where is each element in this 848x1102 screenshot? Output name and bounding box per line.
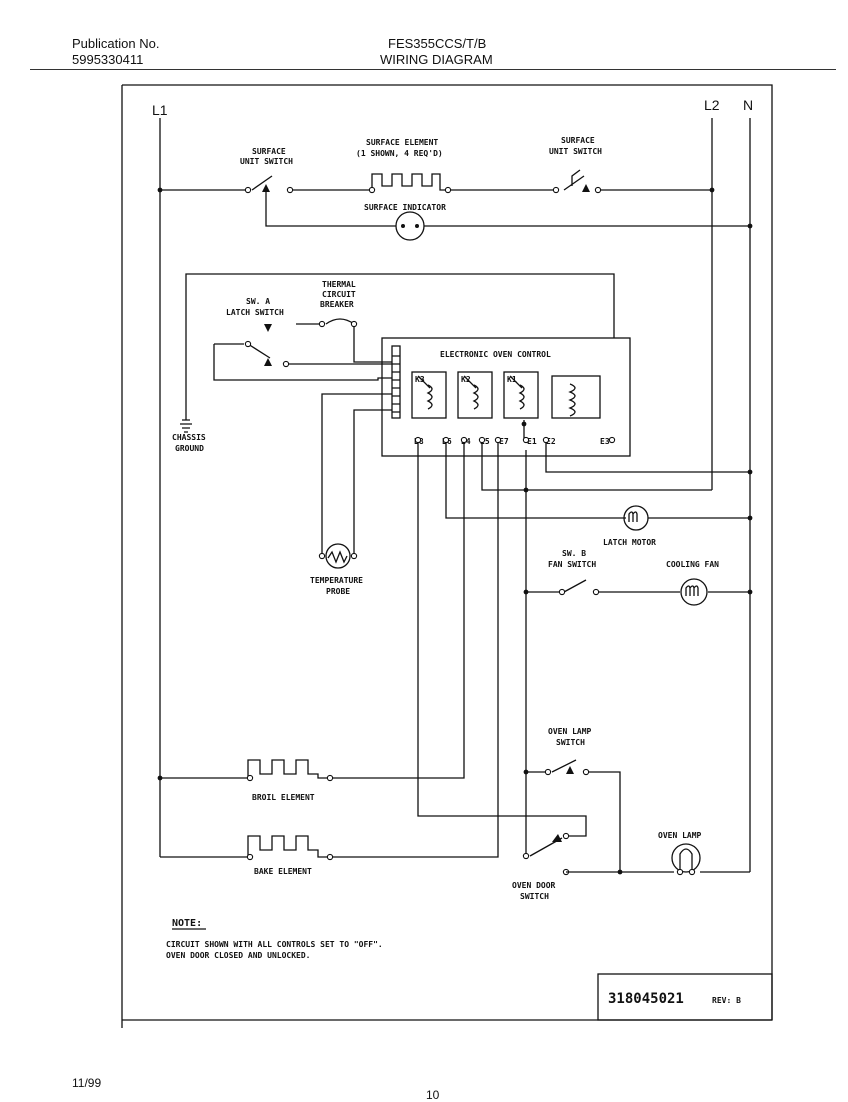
relay-k3-label: K3 <box>415 375 425 384</box>
part-number-box: 318045021 REV: B <box>608 991 741 1007</box>
surface-switch-right-label-2: UNIT SWITCH <box>549 147 602 156</box>
broil-element-label: BROIL ELEMENT <box>252 793 315 802</box>
thermal-label-3: BREAKER <box>320 300 354 309</box>
publication-number: 5995330411 <box>72 52 144 67</box>
chassis-ground-label-2: GROUND <box>175 444 204 453</box>
oven-lamp-switch-label-2: SWITCH <box>556 738 585 747</box>
sw-b-label: SW. B <box>562 549 586 558</box>
l2-label: L2 <box>704 97 720 113</box>
temperature-probe-label-2: PROBE <box>326 587 350 596</box>
document-type: WIRING DIAGRAM <box>380 52 493 67</box>
temperature-probe: TEMPERATURE PROBE <box>310 393 392 596</box>
bake-element-label: BAKE ELEMENT <box>254 867 312 876</box>
terminal-e2: E2 <box>546 437 556 446</box>
terminal-e5: E5 <box>480 437 490 446</box>
sw-b-label-2: FAN SWITCH <box>548 560 596 569</box>
terminal-e1: E1 <box>527 437 537 446</box>
terminal-e3: E3 <box>600 437 610 446</box>
eoc-label: ELECTRONIC OVEN CONTROL <box>440 350 551 359</box>
sw-a-label-2: LATCH SWITCH <box>226 308 284 317</box>
surface-indicator-label: SURFACE INDICATOR <box>364 203 446 212</box>
power-rails: L1 L2 N <box>152 97 753 872</box>
note-block: NOTE: CIRCUIT SHOWN WITH ALL CONTROLS SE… <box>166 918 383 960</box>
oven-lamp-circuit: OVEN LAMP SWITCH OVEN LAMP OVEN DOOR SWI… <box>512 592 750 901</box>
bake-element: BAKE ELEMENT <box>160 835 334 876</box>
latch-motor: LATCH MOTOR <box>603 505 750 547</box>
diagram-frame <box>121 84 773 1028</box>
chassis-ground-label: CHASSIS <box>172 433 206 442</box>
terminal-e7: E7 <box>499 437 509 446</box>
sw-a-label: SW. A <box>246 297 270 306</box>
fan-circuit: SW. B FAN SWITCH COOLING FAN <box>523 490 753 606</box>
latch-motor-label: LATCH MOTOR <box>603 538 656 547</box>
note-heading: NOTE: <box>172 918 202 929</box>
relay-k1-label: K1 <box>507 375 517 384</box>
surface-element-label: SURFACE ELEMENT <box>366 138 438 147</box>
thermal-label-2: CIRCUIT <box>322 290 356 299</box>
surface-element-label-2: (1 SHOWN, 4 REQ'D) <box>356 149 443 158</box>
note-line-1: CIRCUIT SHOWN WITH ALL CONTROLS SET TO "… <box>166 940 383 949</box>
thermal-label: THERMAL <box>322 280 356 289</box>
oven-lamp-switch-label: OVEN LAMP <box>548 727 592 736</box>
temperature-probe-label: TEMPERATURE <box>310 576 363 585</box>
revision: REV: B <box>712 996 741 1005</box>
cooling-fan-label: COOLING FAN <box>666 560 719 569</box>
model-number: FES355CCS/T/B <box>388 36 487 51</box>
n-label: N <box>743 97 753 113</box>
page-number: 10 <box>426 1088 440 1102</box>
note-line-2: OVEN DOOR CLOSED AND UNLOCKED. <box>166 951 311 960</box>
surface-switch-right-label: SURFACE <box>561 136 595 145</box>
header-rule <box>30 69 836 70</box>
oven-door-switch-label: OVEN DOOR <box>512 881 556 890</box>
latch-breaker-circuit: SW. A LATCH SWITCH THERMAL CIRCUIT BREAK… <box>172 273 615 453</box>
surface-switch-left-label-2: UNIT SWITCH <box>240 157 293 166</box>
surface-switch-left-label: SURFACE <box>252 147 286 156</box>
control-output-wiring <box>330 420 753 858</box>
footer-date: 11/99 <box>72 1076 102 1090</box>
part-number: 318045021 <box>608 991 684 1007</box>
broil-element: BROIL ELEMENT <box>157 759 334 802</box>
publication-label: Publication No. <box>72 36 160 51</box>
oven-door-switch-label-2: SWITCH <box>520 892 549 901</box>
relay-k2-label: K2 <box>461 375 471 384</box>
l1-label: L1 <box>152 102 168 118</box>
surface-circuit: SURFACE UNIT SWITCH SURFACE ELEMENT (1 S… <box>157 136 753 241</box>
oven-lamp-label: OVEN LAMP <box>658 831 702 840</box>
